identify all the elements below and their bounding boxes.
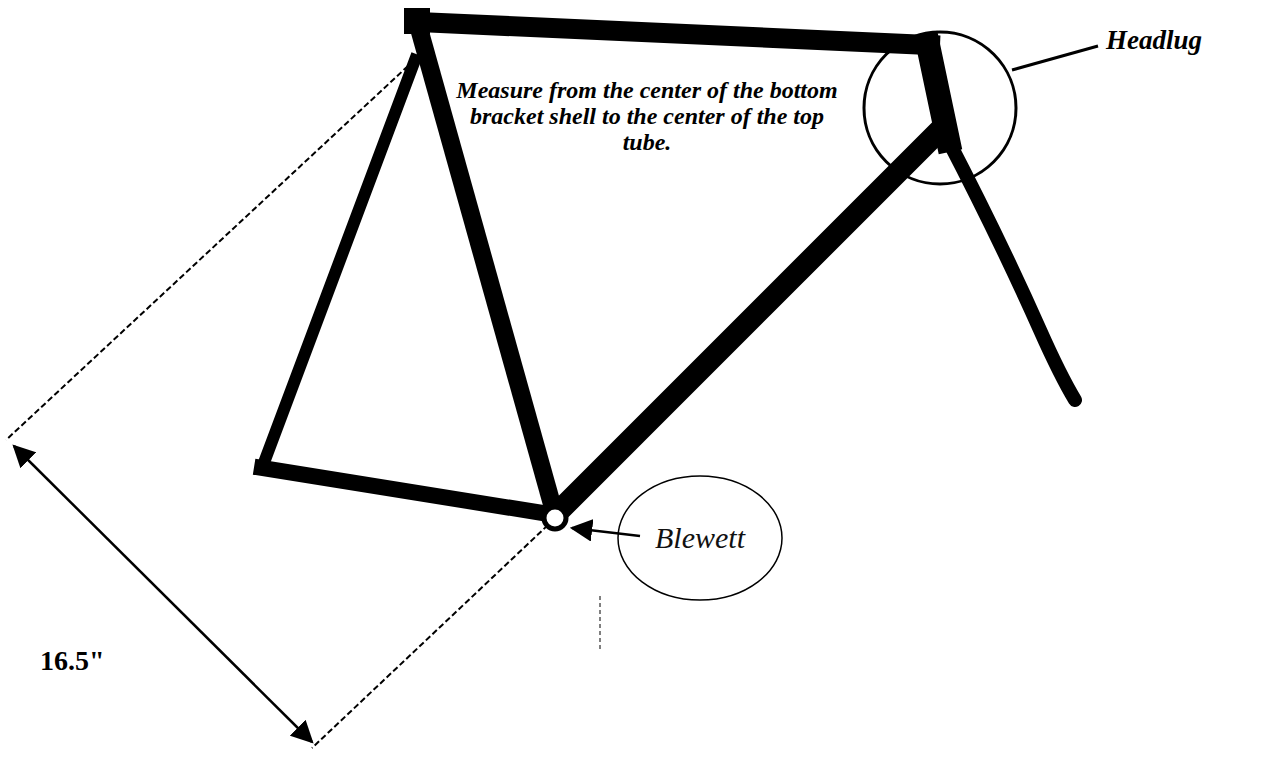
seat-lug (404, 8, 430, 34)
dimension-value: 16.5" (40, 646, 105, 676)
part-name: Headlug (1106, 26, 1202, 55)
signature-circle: Blewett (615, 473, 785, 603)
head-tube (928, 45, 948, 140)
chain-stay (262, 468, 555, 515)
signature-text: Blewett (615, 521, 785, 555)
down-tube (555, 130, 940, 515)
extension-line (312, 525, 548, 748)
extension-line (6, 66, 408, 440)
dimension-line (14, 446, 312, 742)
center-mark (600, 596, 601, 650)
signature-arrow (572, 528, 640, 536)
seat-stay (262, 60, 415, 468)
top-tube (418, 22, 930, 45)
headlug-circle (864, 32, 1016, 184)
measurement-note: Measure from the center of the bottom br… (452, 78, 842, 156)
dimension-lines (6, 66, 548, 748)
frame-tubes (262, 22, 1075, 515)
headlug-leader (1012, 46, 1098, 70)
